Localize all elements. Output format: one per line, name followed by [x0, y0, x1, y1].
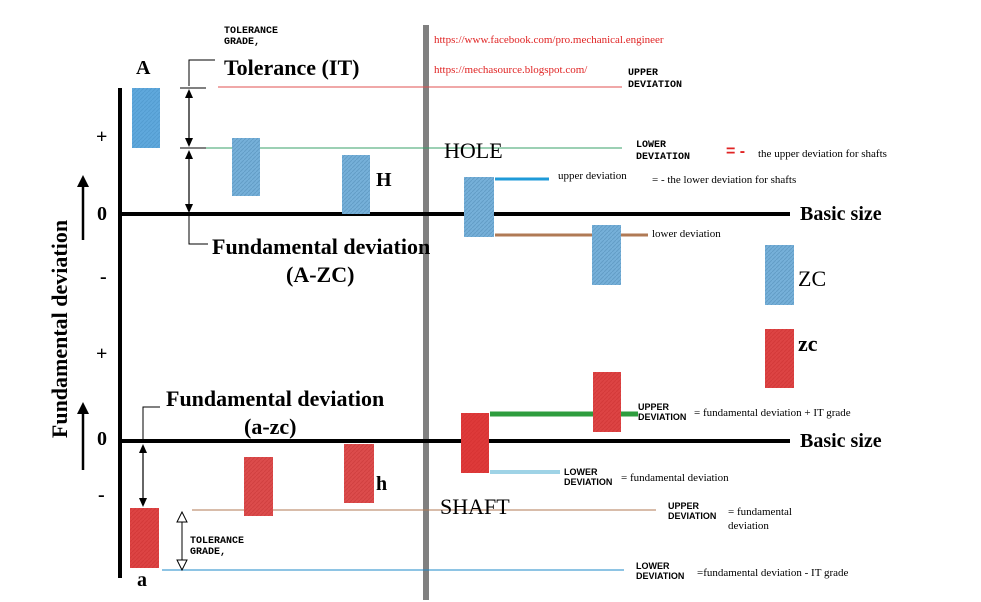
- hole-letter-A: A: [136, 57, 151, 79]
- up-arrow-top-icon: [77, 175, 89, 240]
- hole-lower-deviation-small: lower deviation: [652, 228, 721, 240]
- shaft-lower1-text: = fundamental deviation: [621, 472, 729, 484]
- hole-zero-sign: 0: [97, 203, 107, 225]
- hole-bars: [132, 88, 794, 305]
- shaft-fundamental-range: (a-zc): [244, 414, 297, 439]
- hole-letter-ZC: ZC: [798, 266, 827, 291]
- facebook-link[interactable]: https://www.facebook.com/pro.mechanical.…: [434, 34, 664, 46]
- hole-letter-H: H: [376, 169, 392, 191]
- shaft-zero-sign: 0: [97, 428, 107, 450]
- hole-lower-deviation-caps: LOWER DEVIATION: [636, 140, 691, 163]
- shaft-lower2-text: =fundamental deviation - IT grade: [697, 567, 849, 579]
- shaft-lower2-caps: LOWER DEVIATION: [636, 561, 685, 581]
- hole-upper-shaft-text: the upper deviation for shafts: [758, 148, 887, 160]
- hole-basic-size: Basic size: [800, 203, 882, 225]
- shaft-upper1-text: = fundamental deviation + IT grade: [694, 407, 851, 419]
- shaft-basic-size: Basic size: [800, 430, 882, 452]
- shaft-upper2-text: = fundamental deviation: [728, 506, 792, 532]
- hole-lower-shaft-text: = - the lower deviation for shafts: [652, 174, 797, 186]
- up-arrow-bottom-icon: [77, 402, 89, 470]
- hole-title: HOLE: [444, 138, 503, 163]
- shaft-upper1-caps: UPPER DEVIATION: [638, 402, 687, 422]
- shaft-upper2-caps: UPPER DEVIATION: [668, 501, 717, 521]
- hole-equal-minus: = -: [726, 143, 746, 160]
- hole-fundamental-range: (A-ZC): [286, 262, 355, 287]
- hole-minus-sign: -: [100, 266, 107, 288]
- shaft-letter-zc: zc: [798, 331, 818, 356]
- hole-tolerance-it: Tolerance (IT): [224, 55, 360, 80]
- shaft-title: SHAFT: [440, 494, 510, 519]
- blog-link[interactable]: https://mechasource.blogspot.com/: [434, 64, 588, 76]
- hole-fundamental-deviation: Fundamental deviation: [212, 234, 431, 259]
- shaft-letter-a: a: [137, 569, 147, 591]
- shaft-plus-sign: +: [96, 343, 108, 365]
- shaft-tolerance-dimension: [176, 510, 188, 572]
- shaft-fundamental-dimension: [139, 406, 160, 507]
- hole-tolerance-grade: TOLERANCE GRADE,: [224, 26, 279, 48]
- axis-label: Fundamental deviation: [47, 219, 72, 439]
- shaft-bars: [130, 329, 794, 568]
- shaft-letter-h: h: [376, 473, 388, 495]
- shaft-minus-sign: -: [98, 484, 105, 506]
- hole-upper-deviation-caps: UPPER DEVIATION: [628, 68, 683, 91]
- tolerance-it-dimension: [185, 59, 215, 245]
- hole-plus-sign: +: [96, 126, 108, 148]
- shaft-lower1-caps: LOWER DEVIATION: [564, 467, 613, 487]
- shaft-fundamental-deviation: Fundamental deviation: [166, 386, 385, 411]
- shaft-tolerance-grade: TOLERANCE GRADE,: [190, 536, 245, 558]
- hole-upper-deviation-small: upper deviation: [558, 170, 627, 182]
